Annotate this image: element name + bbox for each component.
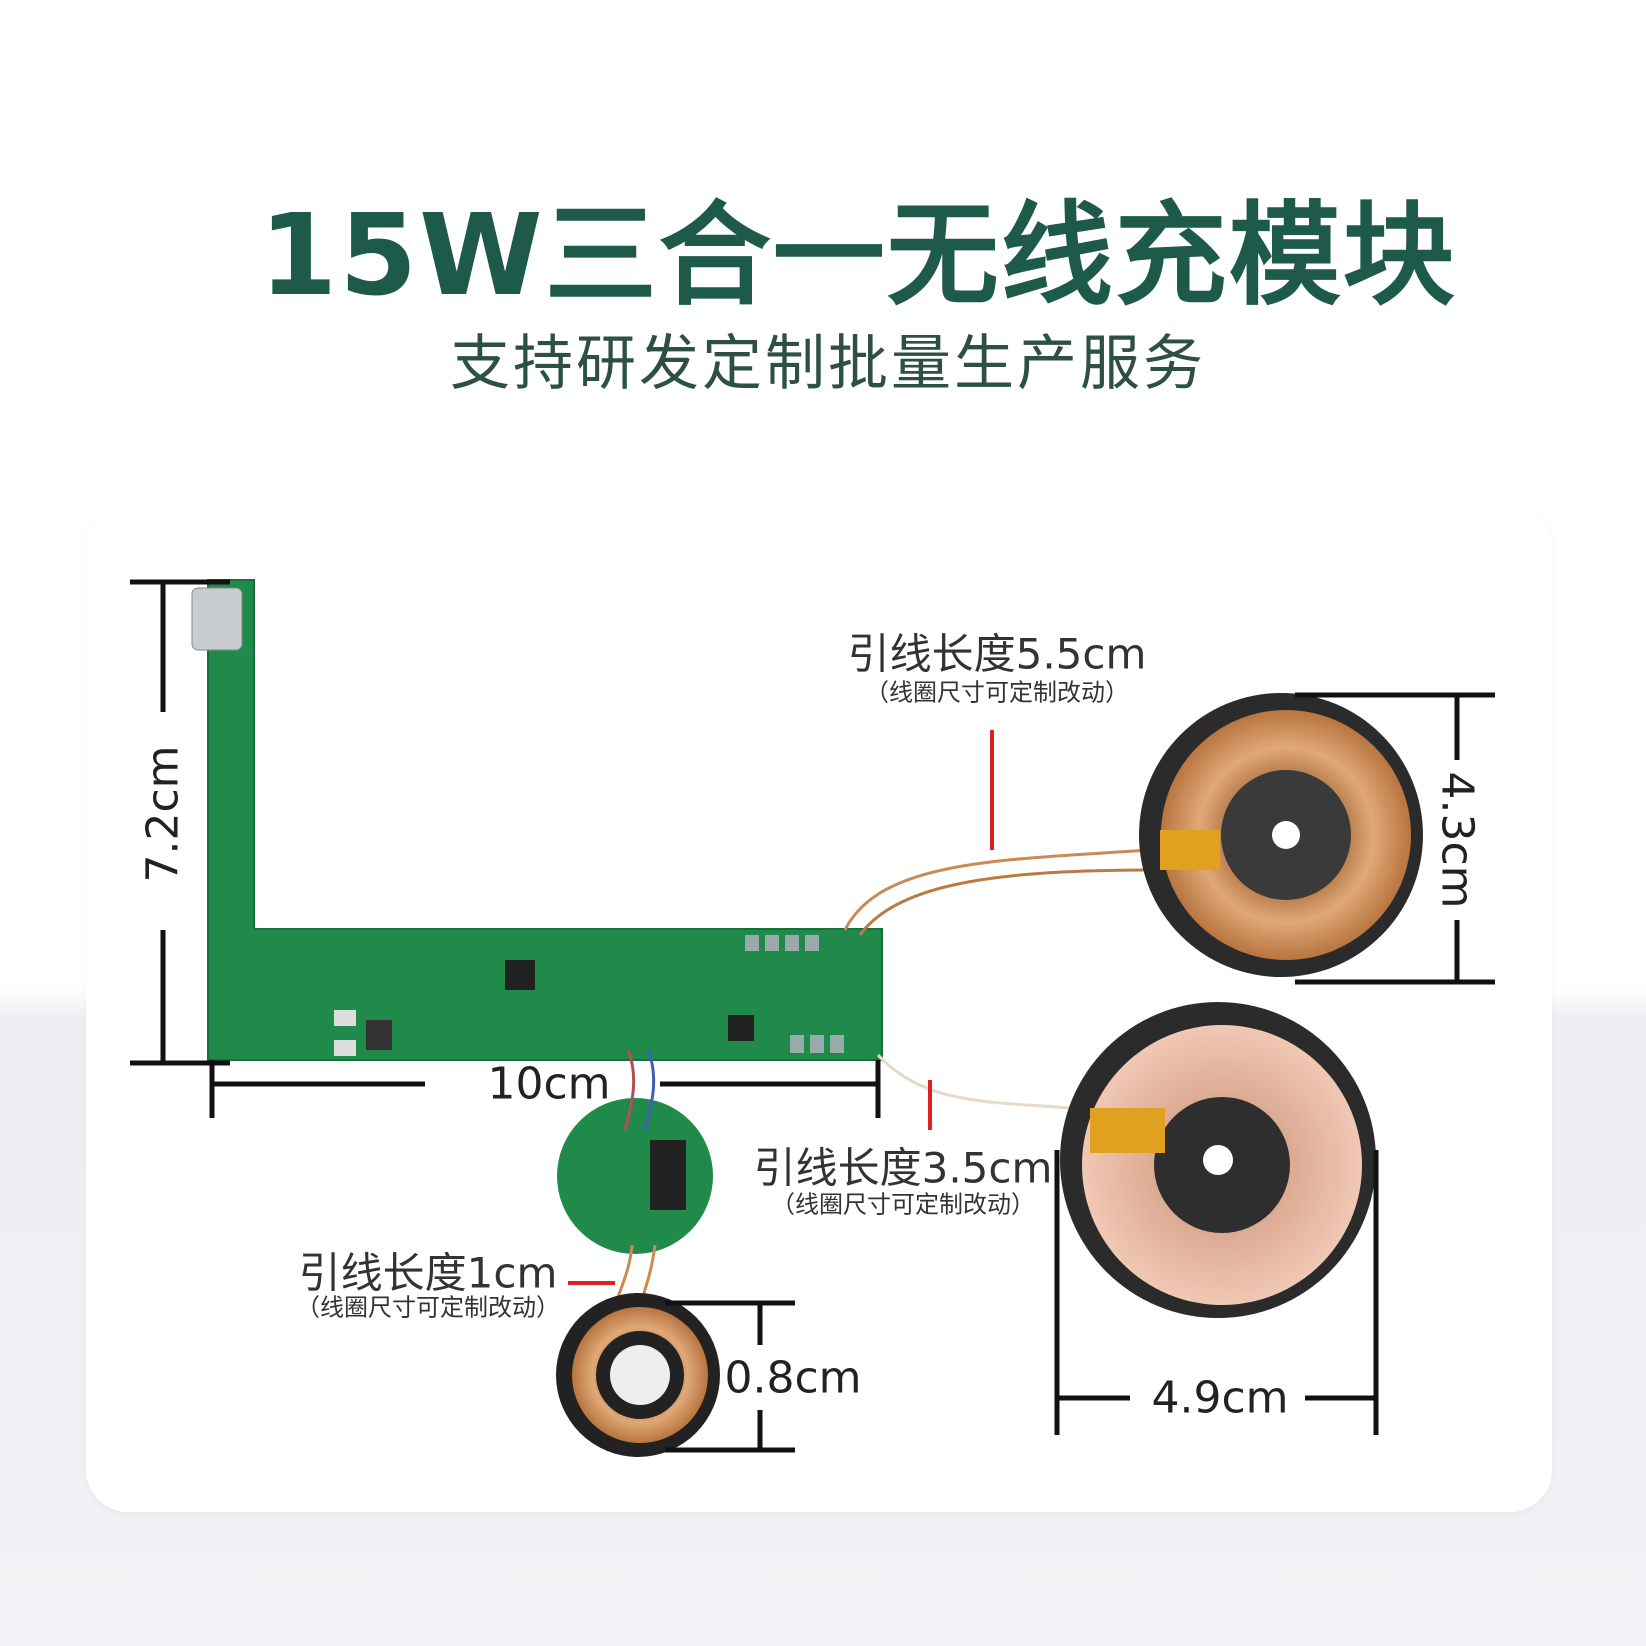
main-pcb: [191, 579, 883, 1061]
page-title: 15W三合一无线充模块: [259, 191, 1457, 321]
pcb-width-label: 10cm: [487, 1058, 611, 1110]
leader-lines: [568, 730, 994, 1285]
lead-length-label: 引线长度3.5cm: [753, 1143, 1053, 1193]
lead-length-label: 引线长度5.5cm: [847, 629, 1147, 679]
lead-note: （线圈尺寸可定制改动）: [865, 678, 1129, 707]
top-coil: [1139, 693, 1423, 977]
top-coil-diameter-label: 4.3cm: [1431, 771, 1483, 909]
lead-note: （线圈尺寸可定制改动）: [771, 1190, 1035, 1219]
pcb-height-label: 7.2cm: [137, 745, 189, 883]
dimension-lines: [130, 579, 1495, 1453]
page-subtitle: 支持研发定制批量生产服务: [450, 329, 1206, 399]
lead-note: （线圈尺寸可定制改动）: [296, 1293, 560, 1322]
large-coil: [1060, 1002, 1376, 1318]
large-coil-diameter-label: 4.9cm: [1151, 1372, 1289, 1424]
small-coil: [556, 1293, 720, 1457]
watch-pcb: [557, 1098, 713, 1254]
usb-c-port: [191, 587, 243, 651]
lead-length-label: 引线长度1cm: [298, 1248, 558, 1298]
small-coil-diameter-label: 0.8cm: [724, 1352, 862, 1404]
